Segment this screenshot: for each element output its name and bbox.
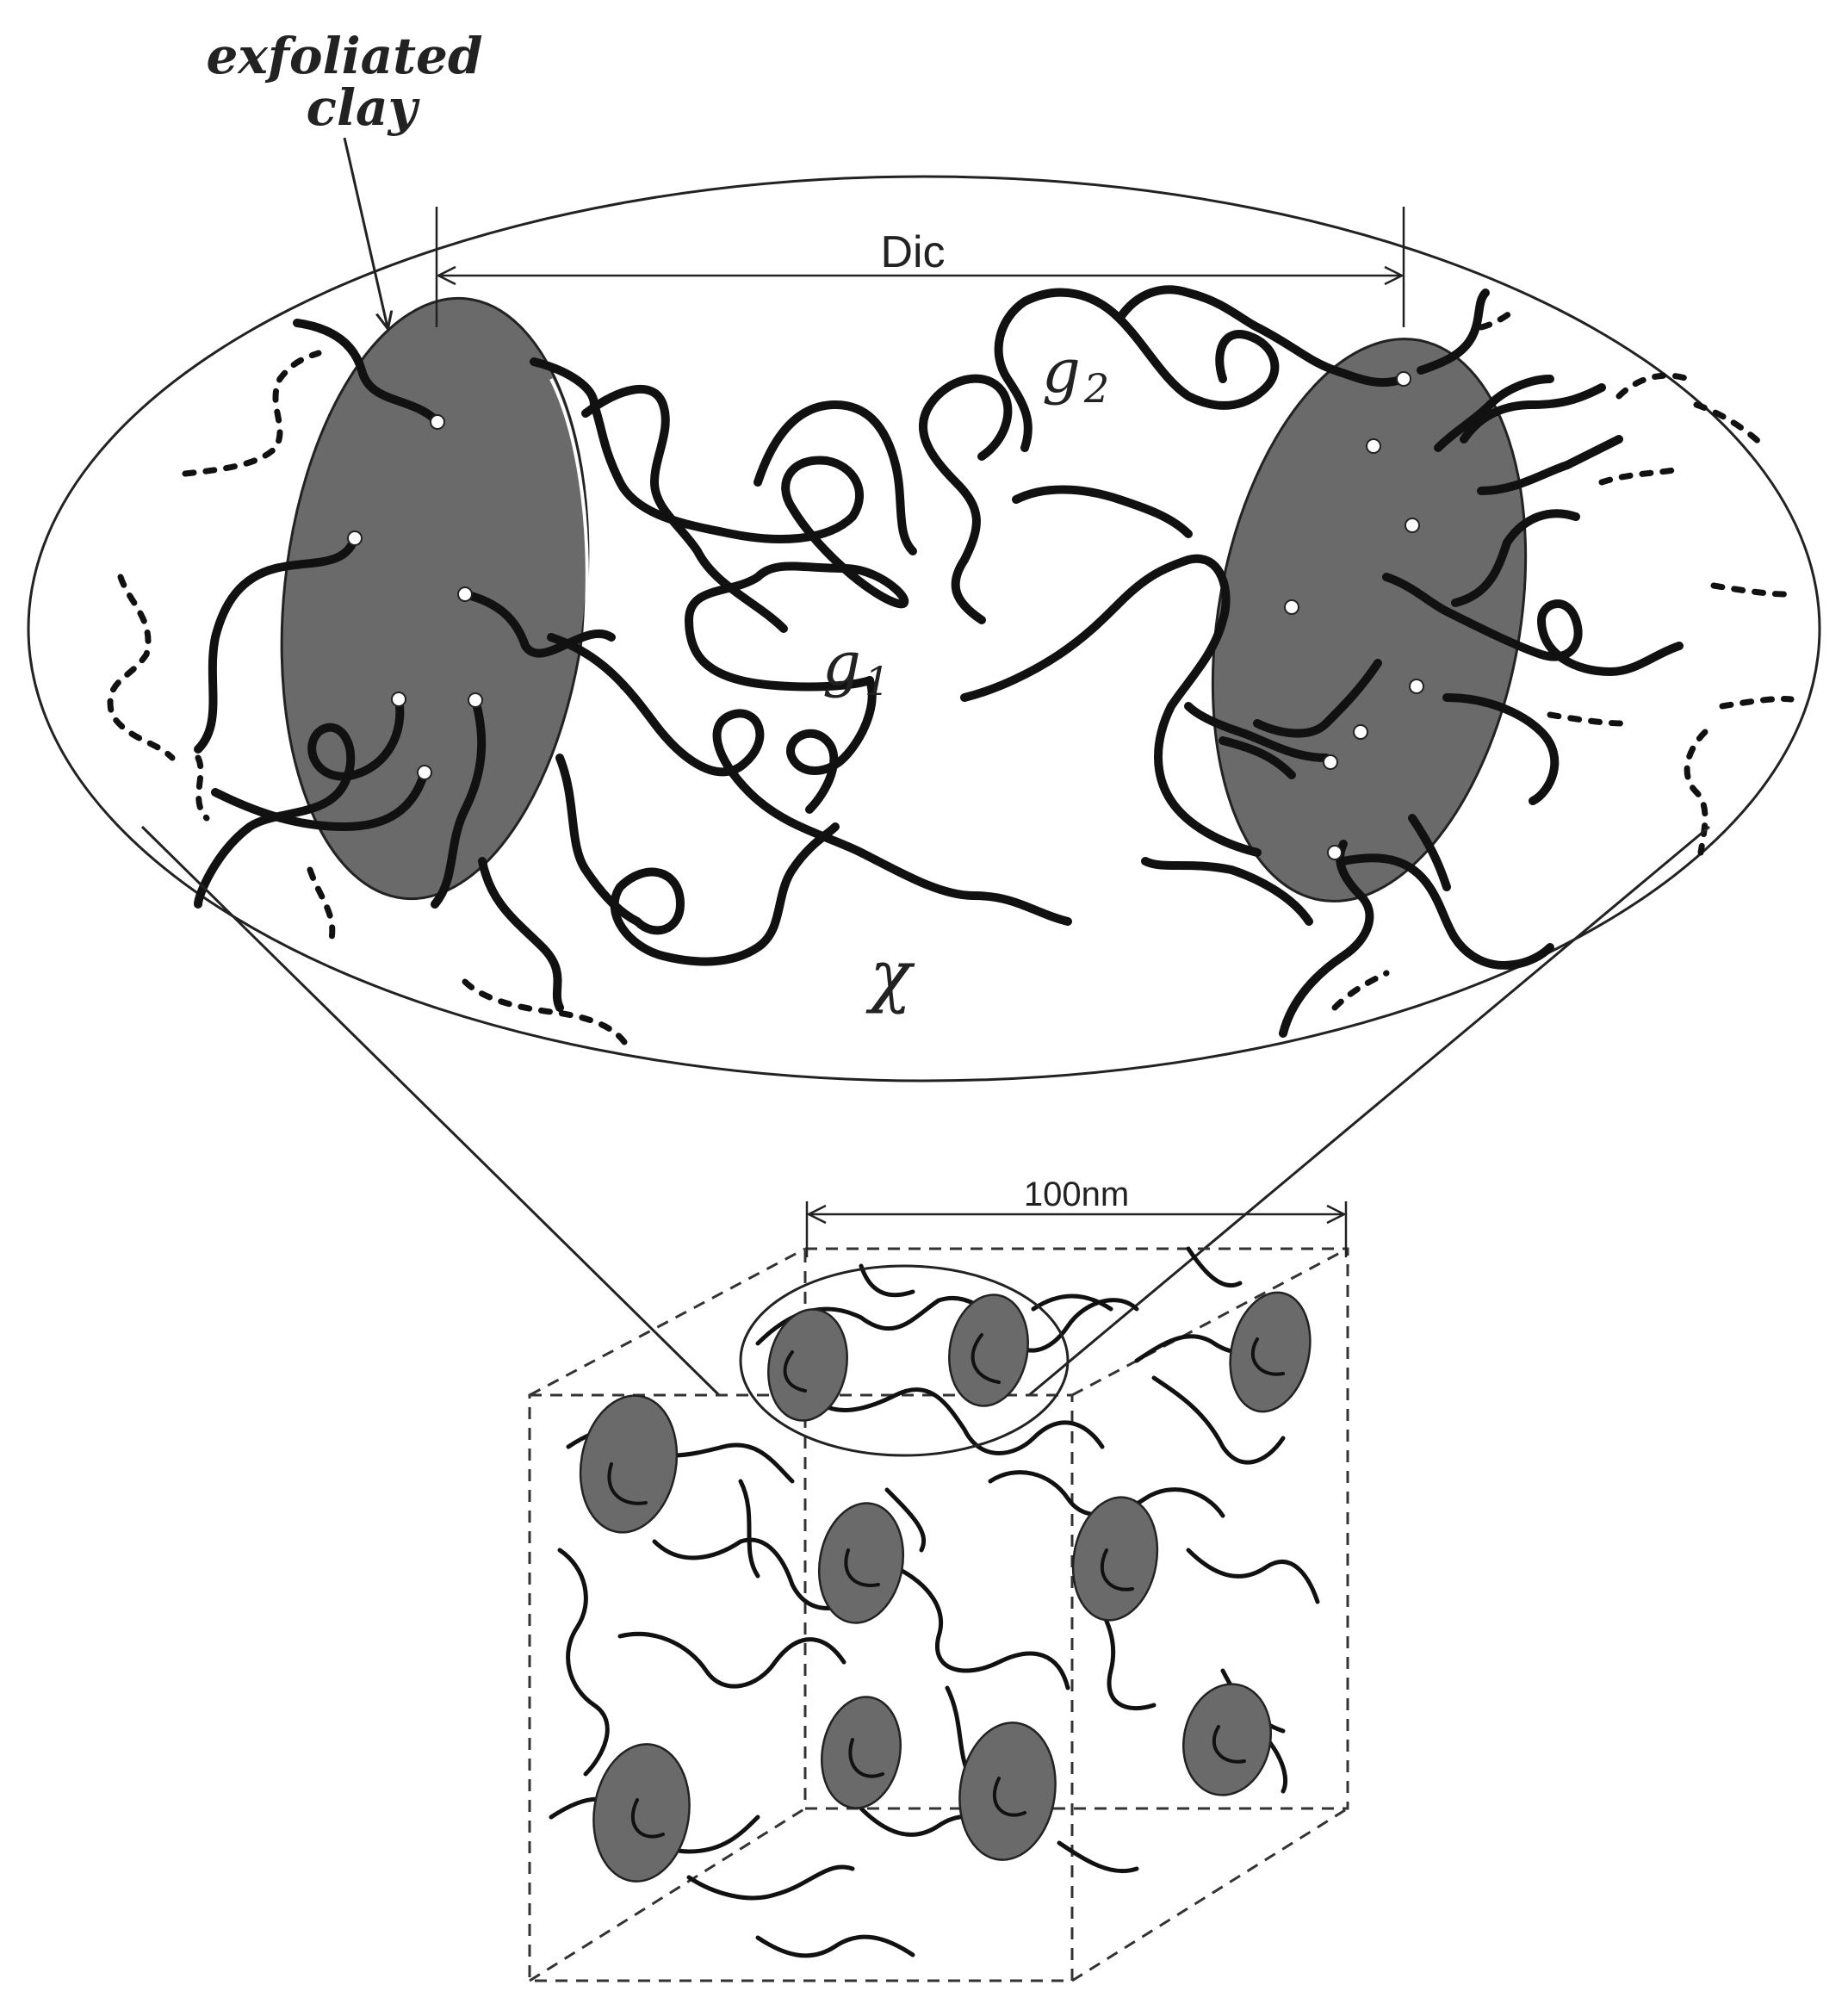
exfoliated-clay-label-line2: clay — [307, 78, 421, 137]
cube-zoom-region — [739, 1264, 1070, 1457]
nanocomposite-cube: 100nm — [528, 1176, 1349, 1982]
zoom-connector-left — [140, 825, 721, 1397]
cube-clay-8 — [1182, 1683, 1272, 1796]
exfoliated-clay-pointer-arrow — [343, 137, 388, 327]
exfoliated-clay-label-line1: exfoliated — [206, 27, 482, 85]
g1-label: g1 — [822, 629, 890, 704]
cube-clay-10 — [958, 1722, 1057, 1861]
cube-clay-7 — [821, 1696, 902, 1809]
cube-clay-6 — [1071, 1496, 1159, 1622]
scale-bar: 100nm — [805, 1176, 1348, 1257]
anchor-points — [347, 371, 1424, 860]
clay-platelets-cube — [579, 1291, 1312, 1883]
cube-clay-3 — [1229, 1291, 1312, 1413]
cube-clay-1 — [767, 1308, 848, 1422]
polymer-chains-zoom — [194, 285, 1684, 1038]
cube-clay-9 — [592, 1743, 691, 1883]
cube-clay-5 — [817, 1502, 905, 1624]
zoom-connector-right — [1028, 825, 1710, 1397]
zoom-view: exfoliated clay Dic g2 g1 χ — [27, 27, 1821, 1083]
g2-label: g2 — [1042, 336, 1109, 412]
cube-clay-4 — [579, 1394, 679, 1534]
cube-clay-2 — [948, 1293, 1029, 1407]
cube-platelet-chains — [607, 1333, 1285, 1839]
interclay-distance-label: Dic — [880, 227, 945, 277]
interclay-distance-dimension: Dic — [435, 207, 1405, 327]
scale-bar-label: 100nm — [1024, 1176, 1129, 1213]
chi-label: χ — [865, 935, 915, 1015]
